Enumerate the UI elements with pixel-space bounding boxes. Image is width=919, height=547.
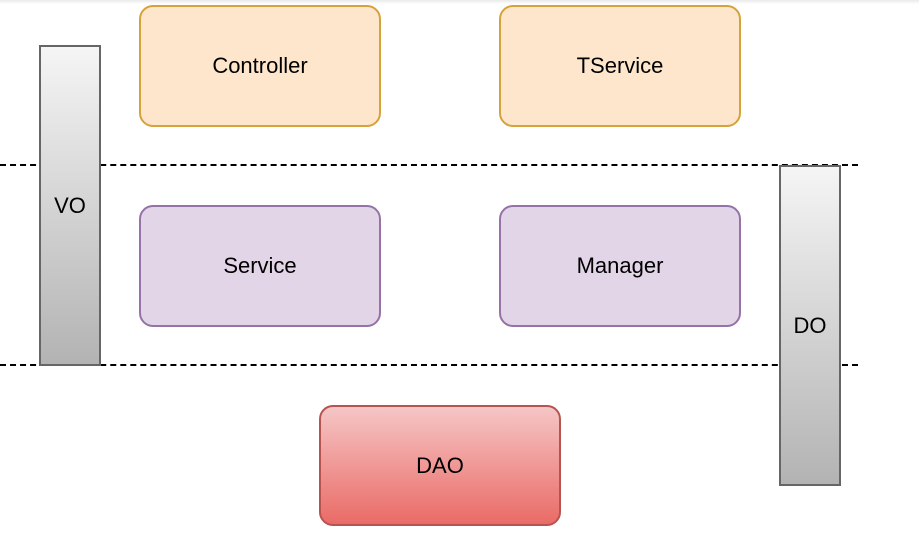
layer-divider-upper bbox=[0, 164, 858, 166]
layer-divider-lower bbox=[0, 364, 858, 366]
tservice-box: TService bbox=[499, 5, 741, 127]
dao-box: DAO bbox=[319, 405, 561, 526]
do-label: DO bbox=[793, 312, 827, 338]
do-object: DO bbox=[779, 165, 841, 486]
controller-label: Controller bbox=[212, 53, 308, 78]
dao-label: DAO bbox=[416, 452, 464, 478]
controller-box: Controller bbox=[139, 5, 381, 127]
manager-label: Manager bbox=[576, 253, 664, 278]
top-edge bbox=[0, 0, 919, 4]
vo-label: VO bbox=[54, 192, 86, 218]
service-label: Service bbox=[223, 253, 297, 278]
vo-object: VO bbox=[39, 45, 101, 366]
service-box: Service bbox=[139, 205, 381, 327]
tservice-label: TService bbox=[576, 53, 664, 78]
manager-box: Manager bbox=[499, 205, 741, 327]
